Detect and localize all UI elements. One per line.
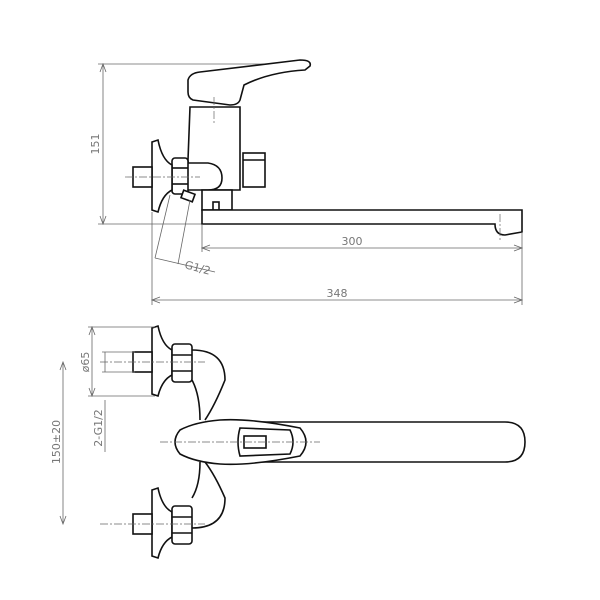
overall-dimension-label: 348 [327, 287, 348, 300]
escutcheon-top [151, 324, 173, 398]
lever-handle [187, 59, 312, 106]
side-view: 300 348 151 G1/2 [89, 59, 524, 305]
escutcheon [151, 138, 173, 214]
hex-nut [171, 157, 189, 195]
flange-dimension-label: ø65 [79, 352, 92, 373]
side-outlet [242, 152, 266, 188]
spout [201, 209, 523, 236]
escutcheon-bottom [151, 486, 173, 560]
spout-dimension-label: 300 [342, 235, 363, 248]
thread-label: G1/2 [183, 258, 212, 277]
spacing-dimension-label: 150±20 [50, 420, 63, 464]
front-view: ø65 2-G1/2 150±20 [50, 324, 526, 560]
hex-nut-bottom [171, 505, 193, 545]
hex-nut-top [171, 343, 193, 383]
height-dimension-label: 151 [89, 134, 102, 155]
thread-count-label: 2-G1/2 [92, 409, 105, 447]
